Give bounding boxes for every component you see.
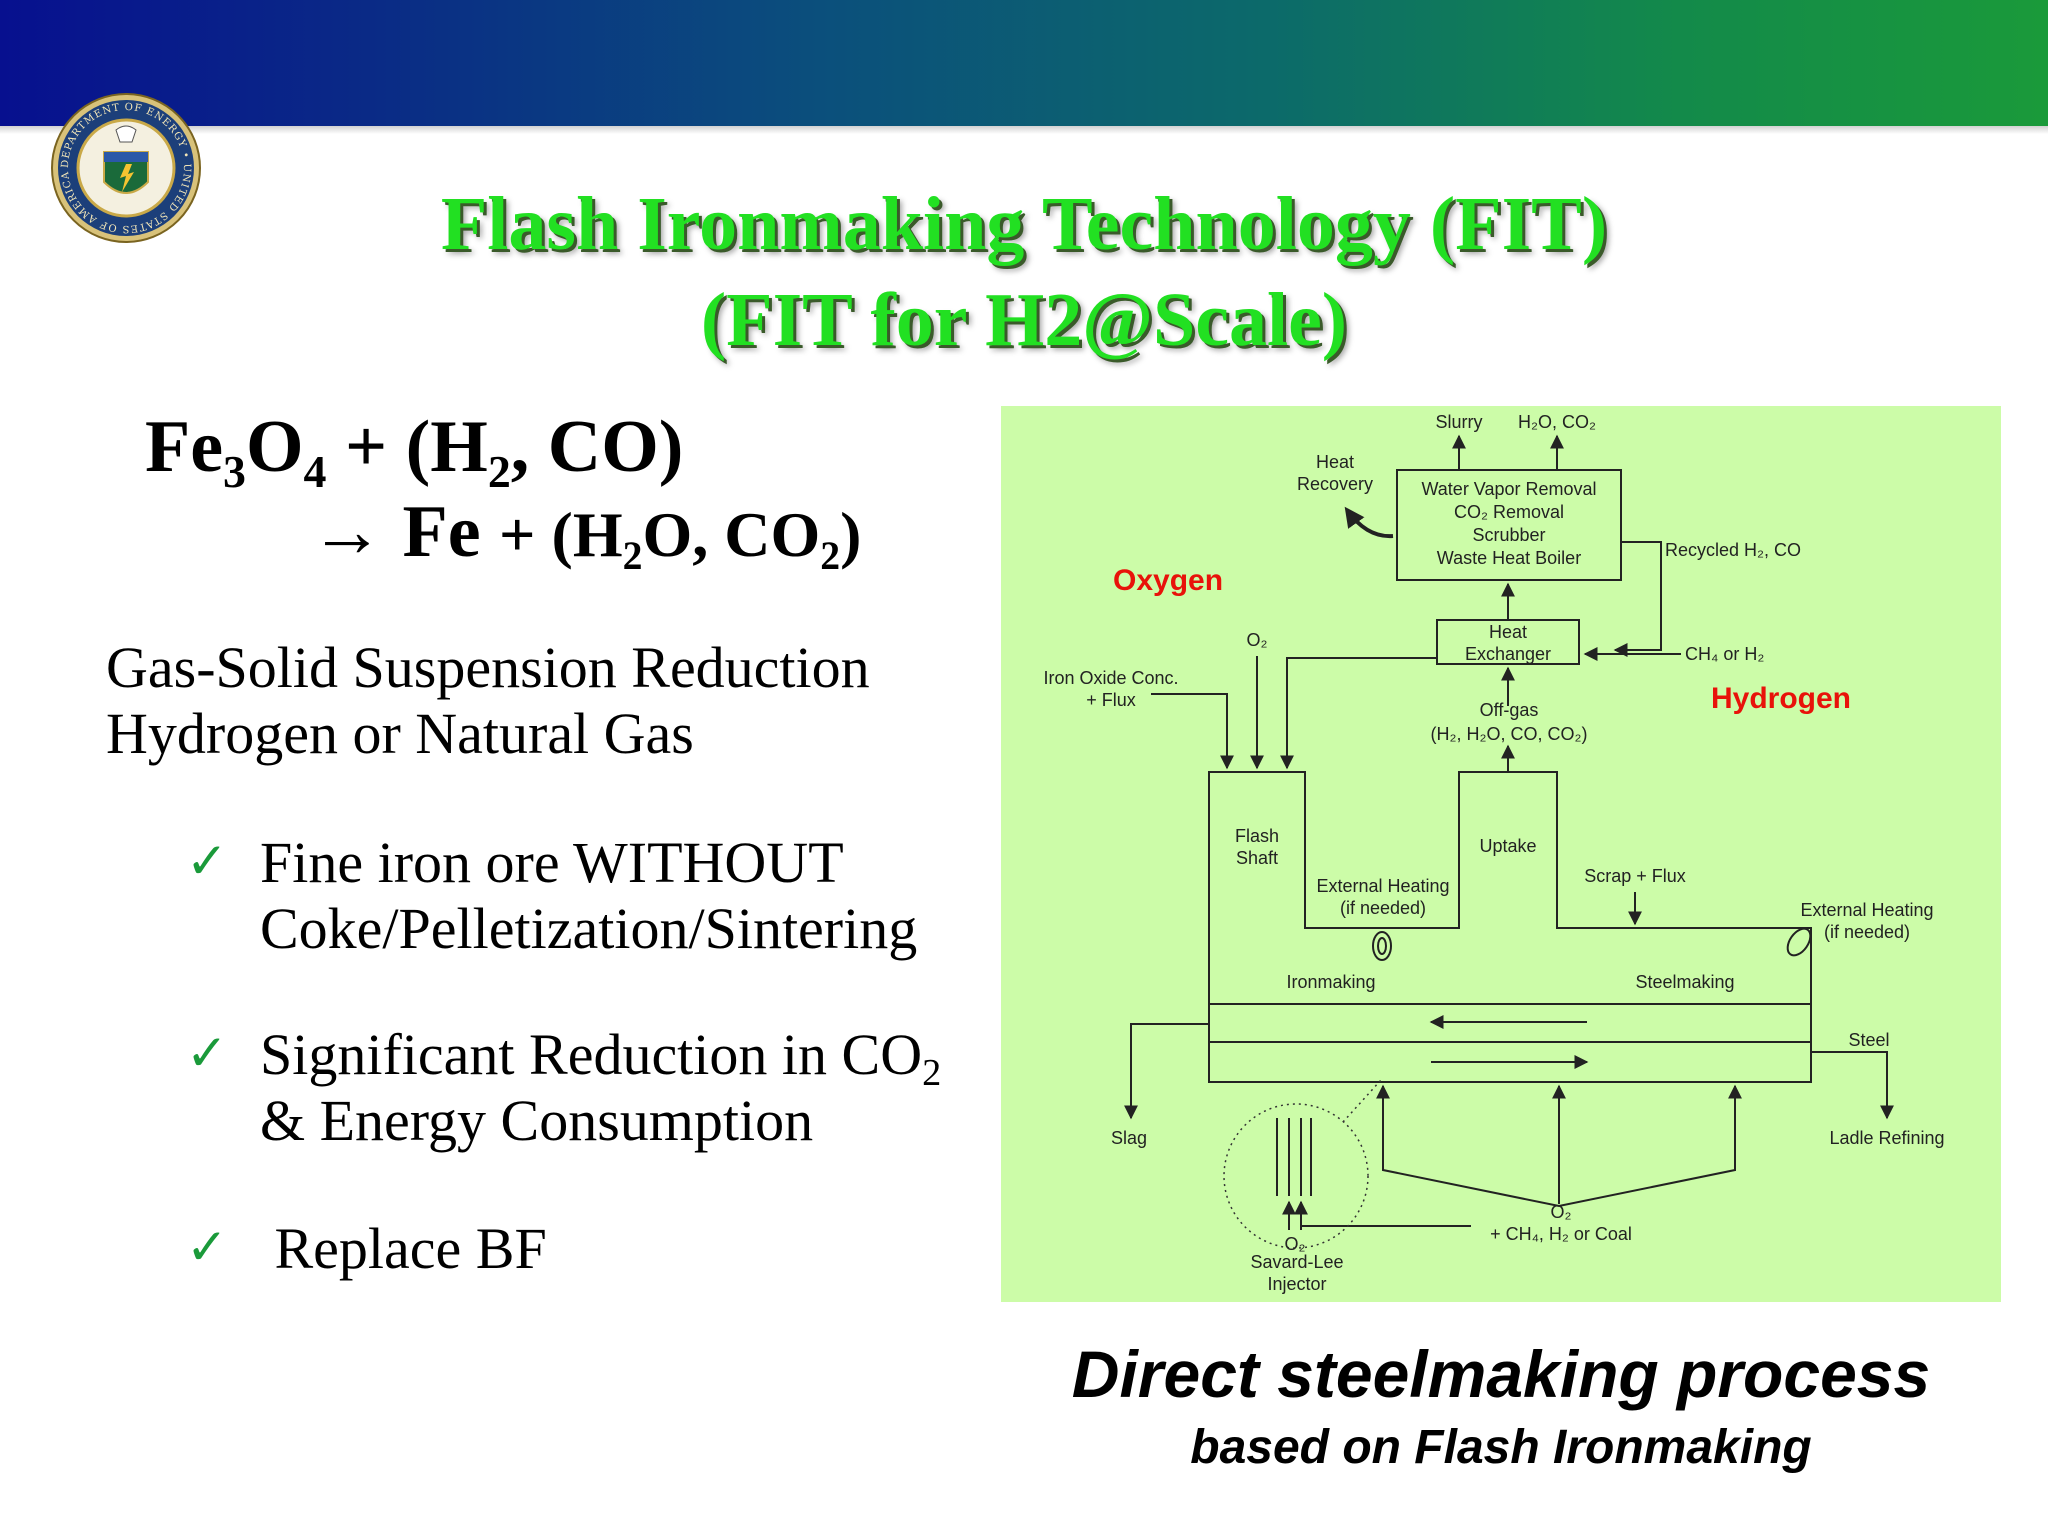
hx-to-shaft-arrow (1280, 657, 1437, 770)
burner-icon-2 (1786, 927, 1812, 957)
bullet-3: Replace BF (260, 1216, 547, 1282)
ironmaking-label: Ironmaking (1286, 972, 1375, 992)
eq-fe: Fe (145, 406, 224, 488)
eq-arrow: → (310, 491, 384, 573)
eq-sub-4: 4 (303, 445, 327, 497)
caption-subtitle: based on Flash Ironmaking (1190, 1421, 1812, 1474)
burner-icon-1 (1372, 931, 1392, 961)
iron-oxide-label: Iron Oxide Conc. (1043, 668, 1178, 688)
check-icon: ✓ (186, 1024, 228, 1082)
fuel-label: + CH₄, H₂ or Coal (1490, 1224, 1632, 1244)
process-flow-diagram: Water Vapor Removal CO₂ Removal Scrubber… (1001, 406, 2001, 1302)
bullet-2-sub: 2 (922, 1052, 942, 1095)
hydrogen-label: Hydrogen (1711, 682, 1851, 715)
check-icon: ✓ (186, 832, 228, 890)
doe-seal-logo: DEPARTMENT OF ENERGY • UNITED STATES OF … (51, 93, 201, 243)
eq-mid: + (H (326, 406, 488, 488)
eq-sub-2a: 2 (622, 534, 643, 579)
title-line-2: (FIT for H2@Scale) (700, 278, 1348, 362)
eq-o: O (245, 406, 304, 488)
top-banner (0, 0, 2048, 126)
steel-arrow (1811, 1051, 1894, 1120)
recycled-label: Recycled H₂, CO (1665, 540, 1801, 560)
bullet-1: Fine iron ore WITHOUT Coke/Pelletization… (260, 830, 917, 962)
bullet-2-line-2: & Energy Consumption (260, 1088, 814, 1153)
equation-line-1: Fe3O4 + (H2, CO) (145, 405, 684, 494)
uptake-label: Uptake (1479, 836, 1536, 856)
o2-bottom-label: O₂ (1551, 1202, 1572, 1222)
bullet-1-line-2: Coke/Pelletization/Sintering (260, 896, 918, 961)
flash-line-1: Flash (1235, 826, 1279, 846)
offgas-line-1: Off-gas (1480, 700, 1539, 720)
iron-oxide-arrow (1151, 693, 1234, 770)
recovery-label: Recovery (1297, 474, 1373, 494)
eq-o2: O, CO (642, 499, 821, 570)
intro-line-2: Hydrogen or Natural Gas (106, 701, 694, 766)
injector-zoom-circle (1223, 1103, 1369, 1249)
ext-heat-1-line-1: External Heating (1316, 876, 1449, 896)
ext-heat-1-line-2: (if needed) (1340, 898, 1426, 918)
steelmaking-label: Steelmaking (1635, 972, 1734, 992)
eq-sub-2b: 2 (820, 534, 841, 579)
flux-label: + Flux (1086, 690, 1136, 710)
heat-recovery-arrow (1344, 506, 1394, 539)
eq-sub-2: 2 (487, 445, 511, 497)
hx-line-2: Exchanger (1465, 644, 1551, 664)
recycled-gas-line (1613, 541, 1662, 657)
slag-label: Slag (1111, 1128, 1147, 1148)
slag-arrow (1124, 1023, 1209, 1120)
bullet-1-line-1: Fine iron ore WITHOUT (260, 830, 844, 895)
savard-lee-label: Savard-Lee (1250, 1252, 1343, 1272)
gas-treatment-box (1396, 469, 1622, 581)
eq-end2: ) (840, 499, 862, 570)
box-line-1: Water Vapor Removal (1421, 479, 1596, 499)
box-line-4: Waste Heat Boiler (1437, 548, 1581, 568)
equation-line-2: → Fe + (H2O, CO2) (310, 490, 862, 579)
injector-split-line (1382, 1084, 1742, 1208)
intro-line-1: Gas-Solid Suspension Reduction (106, 635, 870, 700)
box-line-2: CO₂ Removal (1454, 502, 1564, 522)
injector-label: Injector (1267, 1274, 1326, 1294)
flash-line-2: Shaft (1236, 848, 1278, 868)
bullet-2: Significant Reduction in CO2 & Energy Co… (260, 1022, 941, 1154)
o2-injector-label: O₂ (1285, 1234, 1306, 1254)
bullet-3-line-1: Replace BF (260, 1216, 547, 1281)
o2-top-label: O₂ (1247, 630, 1268, 650)
bullet-2-line-1: Significant Reduction in CO (260, 1022, 923, 1087)
hx-line-1: Heat (1489, 622, 1527, 642)
check-icon: ✓ (186, 1218, 228, 1276)
process-flow-svg: Water Vapor Removal CO₂ Removal Scrubber… (1043, 412, 1944, 1294)
title-line-1: Flash Ironmaking Technology (FIT) (440, 182, 1608, 266)
ext-heat-2-line-1: External Heating (1800, 900, 1933, 920)
eq-end: , CO) (510, 406, 684, 488)
box-line-3: Scrubber (1472, 525, 1545, 545)
eq-sub-3: 3 (223, 445, 246, 497)
scrap-flux-label: Scrap + Flux (1584, 866, 1686, 886)
banner-shadow (0, 126, 2048, 134)
caption-title: Direct steelmaking process (1071, 1337, 1931, 1411)
heat-label: Heat (1316, 452, 1354, 472)
ladle-label: Ladle Refining (1829, 1128, 1944, 1148)
ext-heat-2-line-2: (if needed) (1824, 922, 1910, 942)
oxygen-label: Oxygen (1113, 564, 1223, 597)
zoom-leader-1 (1342, 1079, 1382, 1123)
eq-fe2: Fe (384, 491, 500, 573)
furnace-outline (1208, 771, 1812, 1083)
h2o-co2-label: H₂O, CO₂ (1518, 412, 1596, 432)
slurry-label: Slurry (1435, 412, 1482, 432)
ch4-label: CH₄ or H₂ (1685, 644, 1764, 664)
slide-title: Flash Ironmaking Technology (FIT) (FIT f… (0, 176, 2048, 368)
offgas-line-2: (H₂, H₂O, CO, CO₂) (1431, 724, 1588, 744)
steel-label: Steel (1848, 1030, 1889, 1050)
burner-icon-1-inner (1377, 937, 1387, 955)
eq-plus: + (H (499, 499, 623, 570)
